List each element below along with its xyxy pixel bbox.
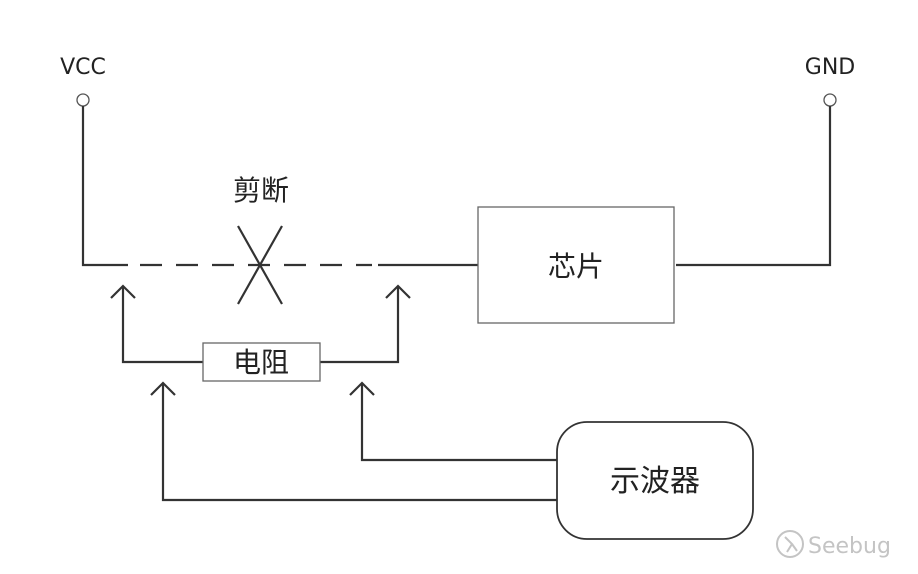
probe-right-wire [360, 383, 557, 462]
resistor-left-arrow [110, 284, 136, 299]
cut-label: 剪断 [233, 174, 289, 207]
oscilloscope-label: 示波器 [610, 464, 700, 499]
gnd-terminal [823, 93, 837, 107]
cut-mark [237, 225, 283, 305]
seebug-watermark: Seebug [776, 530, 891, 559]
probe-left-arrow [150, 381, 176, 396]
probe-right-arrow [349, 381, 375, 396]
vcc-terminal [76, 93, 90, 107]
gnd-wire [676, 106, 832, 267]
resistor-right-wire [320, 286, 400, 364]
chip-box [477, 206, 675, 324]
gnd-label: GND [805, 55, 855, 80]
resistor-box [202, 342, 321, 382]
resistor-left-wire [121, 286, 203, 364]
vcc-label: VCC [60, 55, 106, 80]
resistor-right-arrow [385, 284, 411, 299]
seebug-logo-icon [776, 530, 804, 558]
vcc-wire [81, 106, 128, 267]
oscilloscope-box [556, 421, 754, 540]
watermark-text: Seebug [808, 534, 891, 559]
resistor-label: 电阻 [233, 346, 289, 379]
probe-left-wire [161, 383, 557, 502]
chip-label: 芯片 [548, 250, 604, 283]
